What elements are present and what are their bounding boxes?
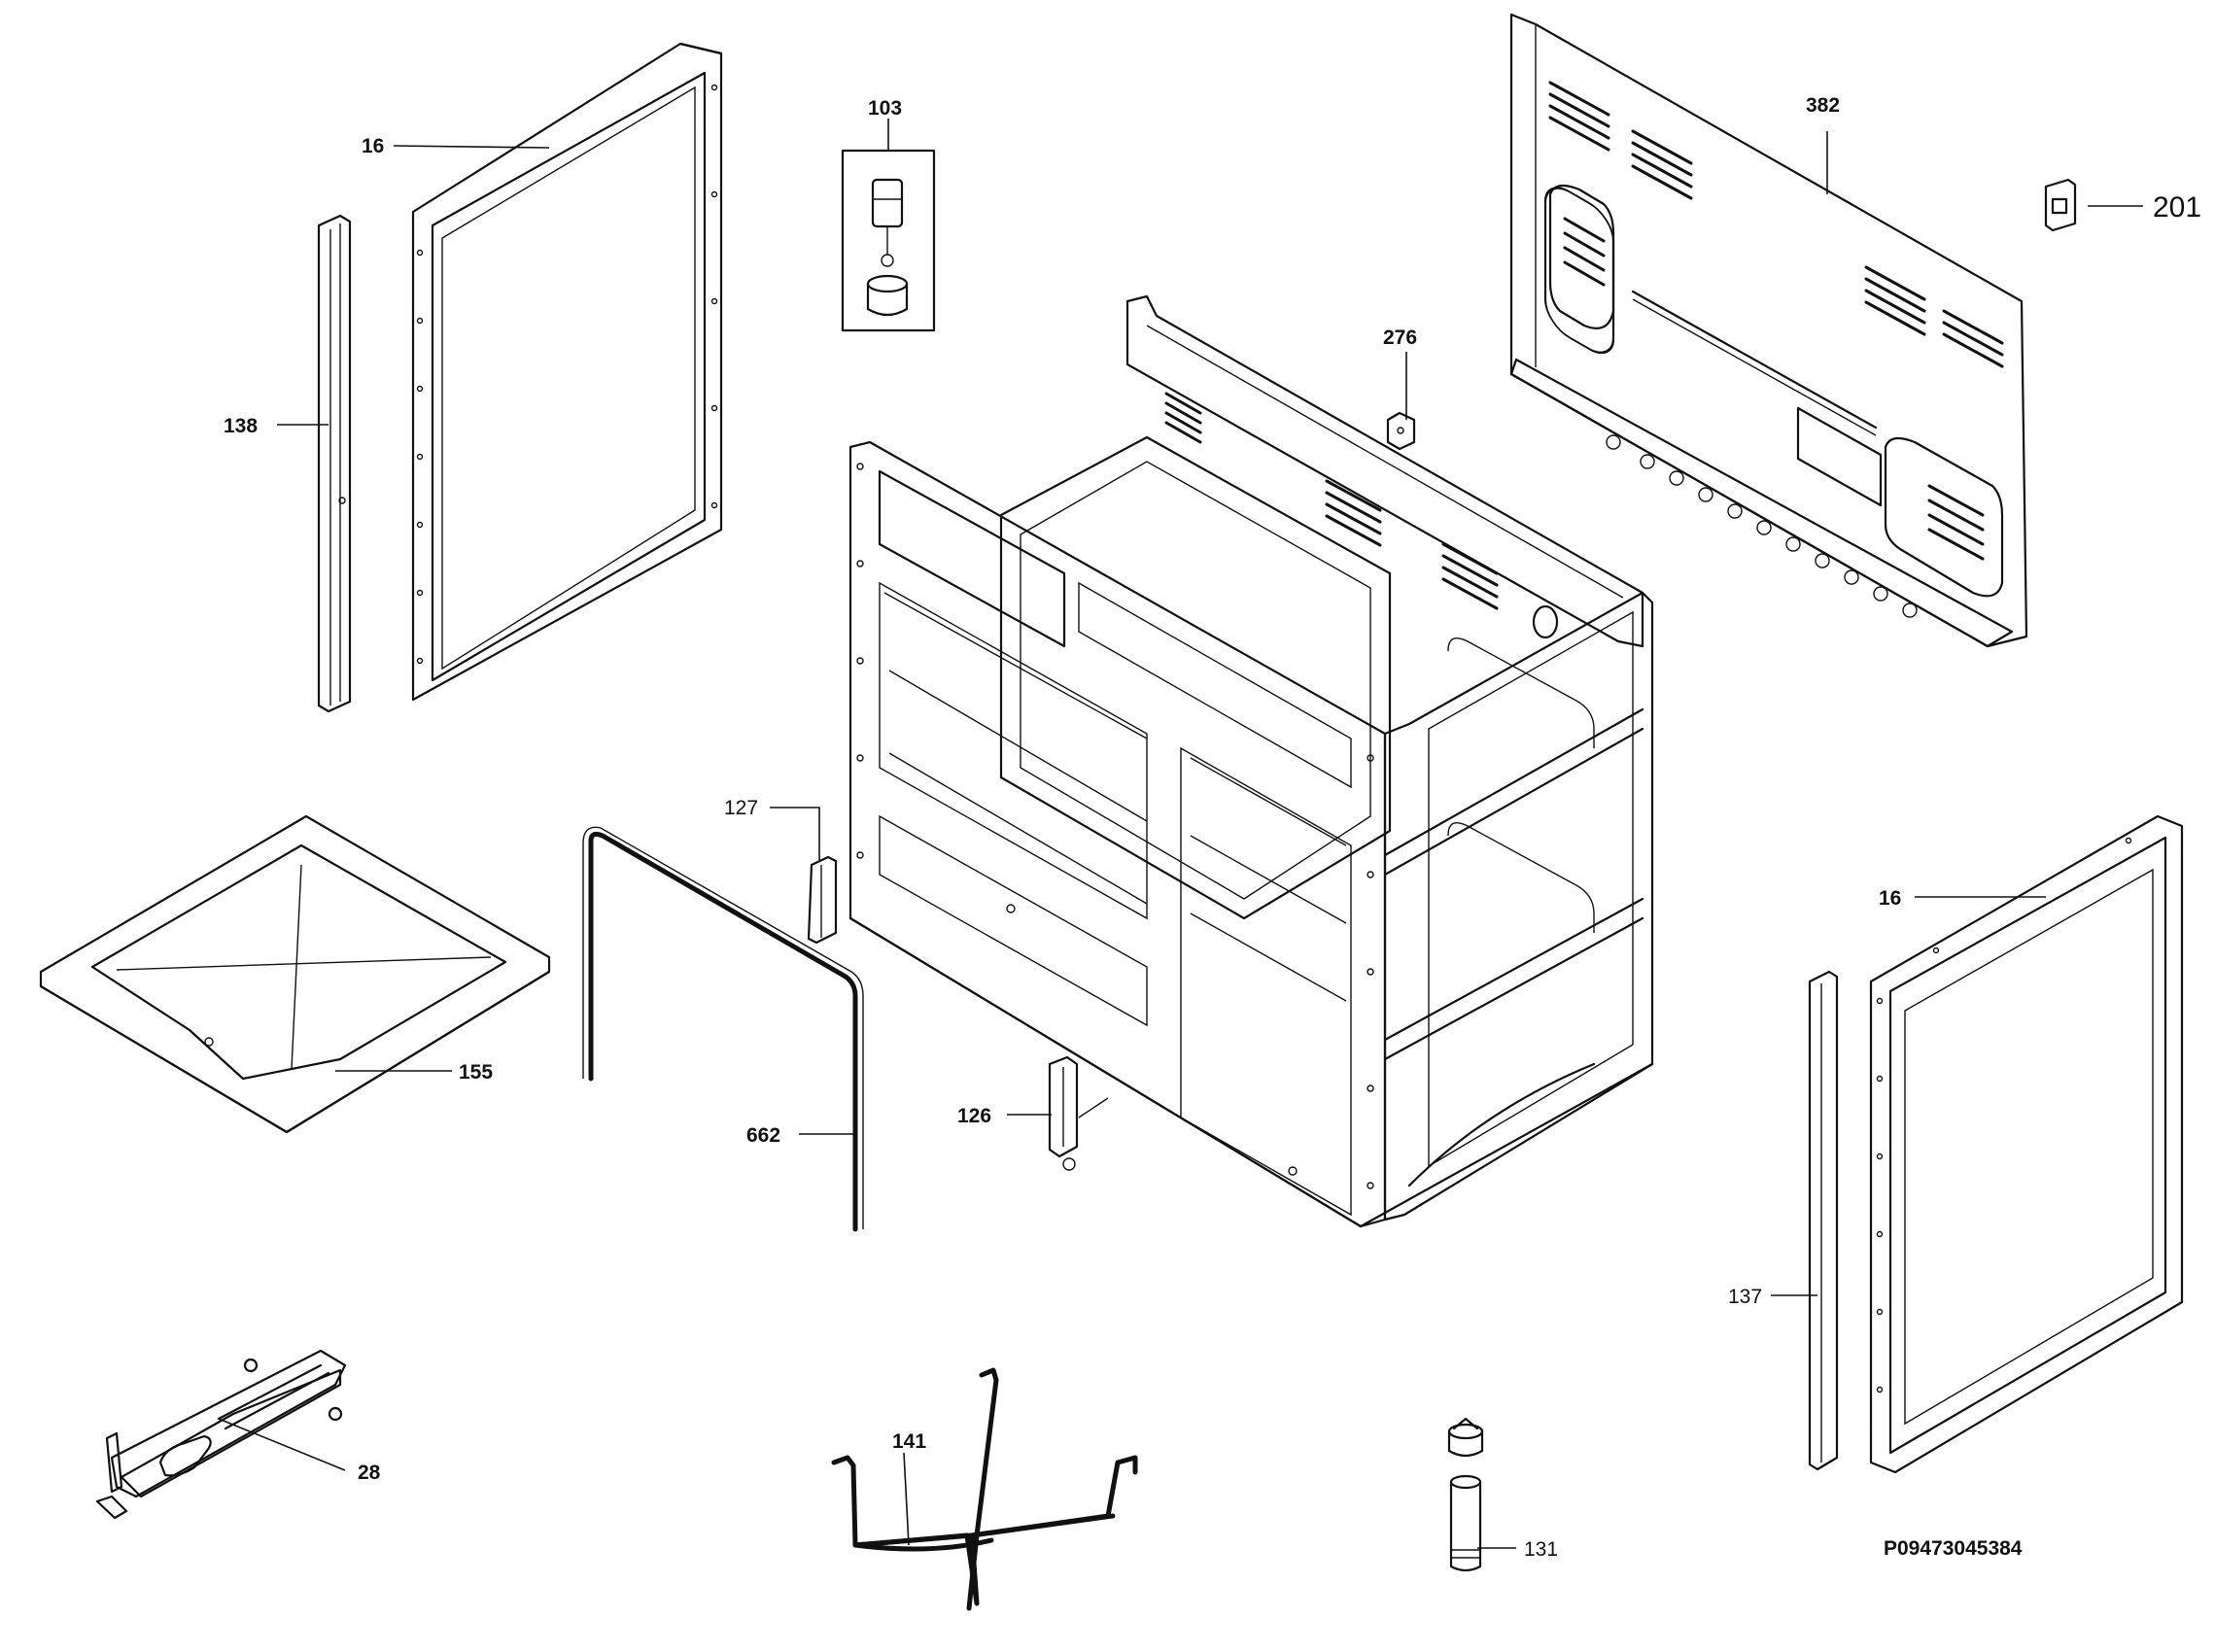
- label-201: 201: [2153, 191, 2201, 224]
- label-127: 127: [724, 797, 758, 819]
- part-662-door-gasket: [582, 826, 864, 1232]
- part-28-grill-burner: [95, 1349, 347, 1520]
- label-28: 28: [358, 1462, 381, 1484]
- part-16-side-panel-right: [1869, 814, 2184, 1474]
- part-16-side-panel-left: [411, 42, 723, 702]
- label-141: 141: [892, 1430, 926, 1453]
- part-141-wire-rack: [831, 1367, 1138, 1611]
- label-276: 276: [1383, 327, 1417, 349]
- label-382: 382: [1806, 94, 1840, 117]
- part-103-oven-lamp: [841, 149, 936, 332]
- label-662: 662: [746, 1124, 780, 1147]
- label-137: 137: [1728, 1286, 1762, 1308]
- label-126: 126: [957, 1105, 991, 1127]
- part-137-side-strip: [1808, 970, 1839, 1471]
- leader-lines: [218, 119, 2143, 1549]
- part-131-adjustable-foot: [1447, 1417, 1484, 1572]
- part-126-bracket: [1048, 1055, 1109, 1171]
- label-138: 138: [224, 415, 258, 437]
- part-201-clip: [2044, 178, 2077, 232]
- part-127-bracket: [807, 855, 838, 945]
- part-276-bracket: [1386, 411, 1416, 451]
- vent-slots-top: [1164, 392, 1499, 610]
- label-16-right: 16: [1879, 887, 1901, 910]
- label-131: 131: [1524, 1538, 1558, 1561]
- part-155-bottom-panel: [39, 814, 551, 1134]
- part-382-back-panel: [1509, 13, 2028, 648]
- label-103: 103: [868, 97, 902, 120]
- label-155: 155: [459, 1061, 493, 1084]
- label-16-top-left: 16: [362, 135, 384, 157]
- part-138-side-strip: [317, 214, 352, 713]
- main-cabinet-frame: [848, 294, 1654, 1228]
- part-labels: 16 138 103 382 201 276 127 155 662 126 1…: [224, 94, 2201, 1561]
- vent-slots-back-right: [1927, 484, 1985, 561]
- drawing-code: P09473045384: [1884, 1537, 2023, 1560]
- vent-slots-back: [1548, 81, 2004, 368]
